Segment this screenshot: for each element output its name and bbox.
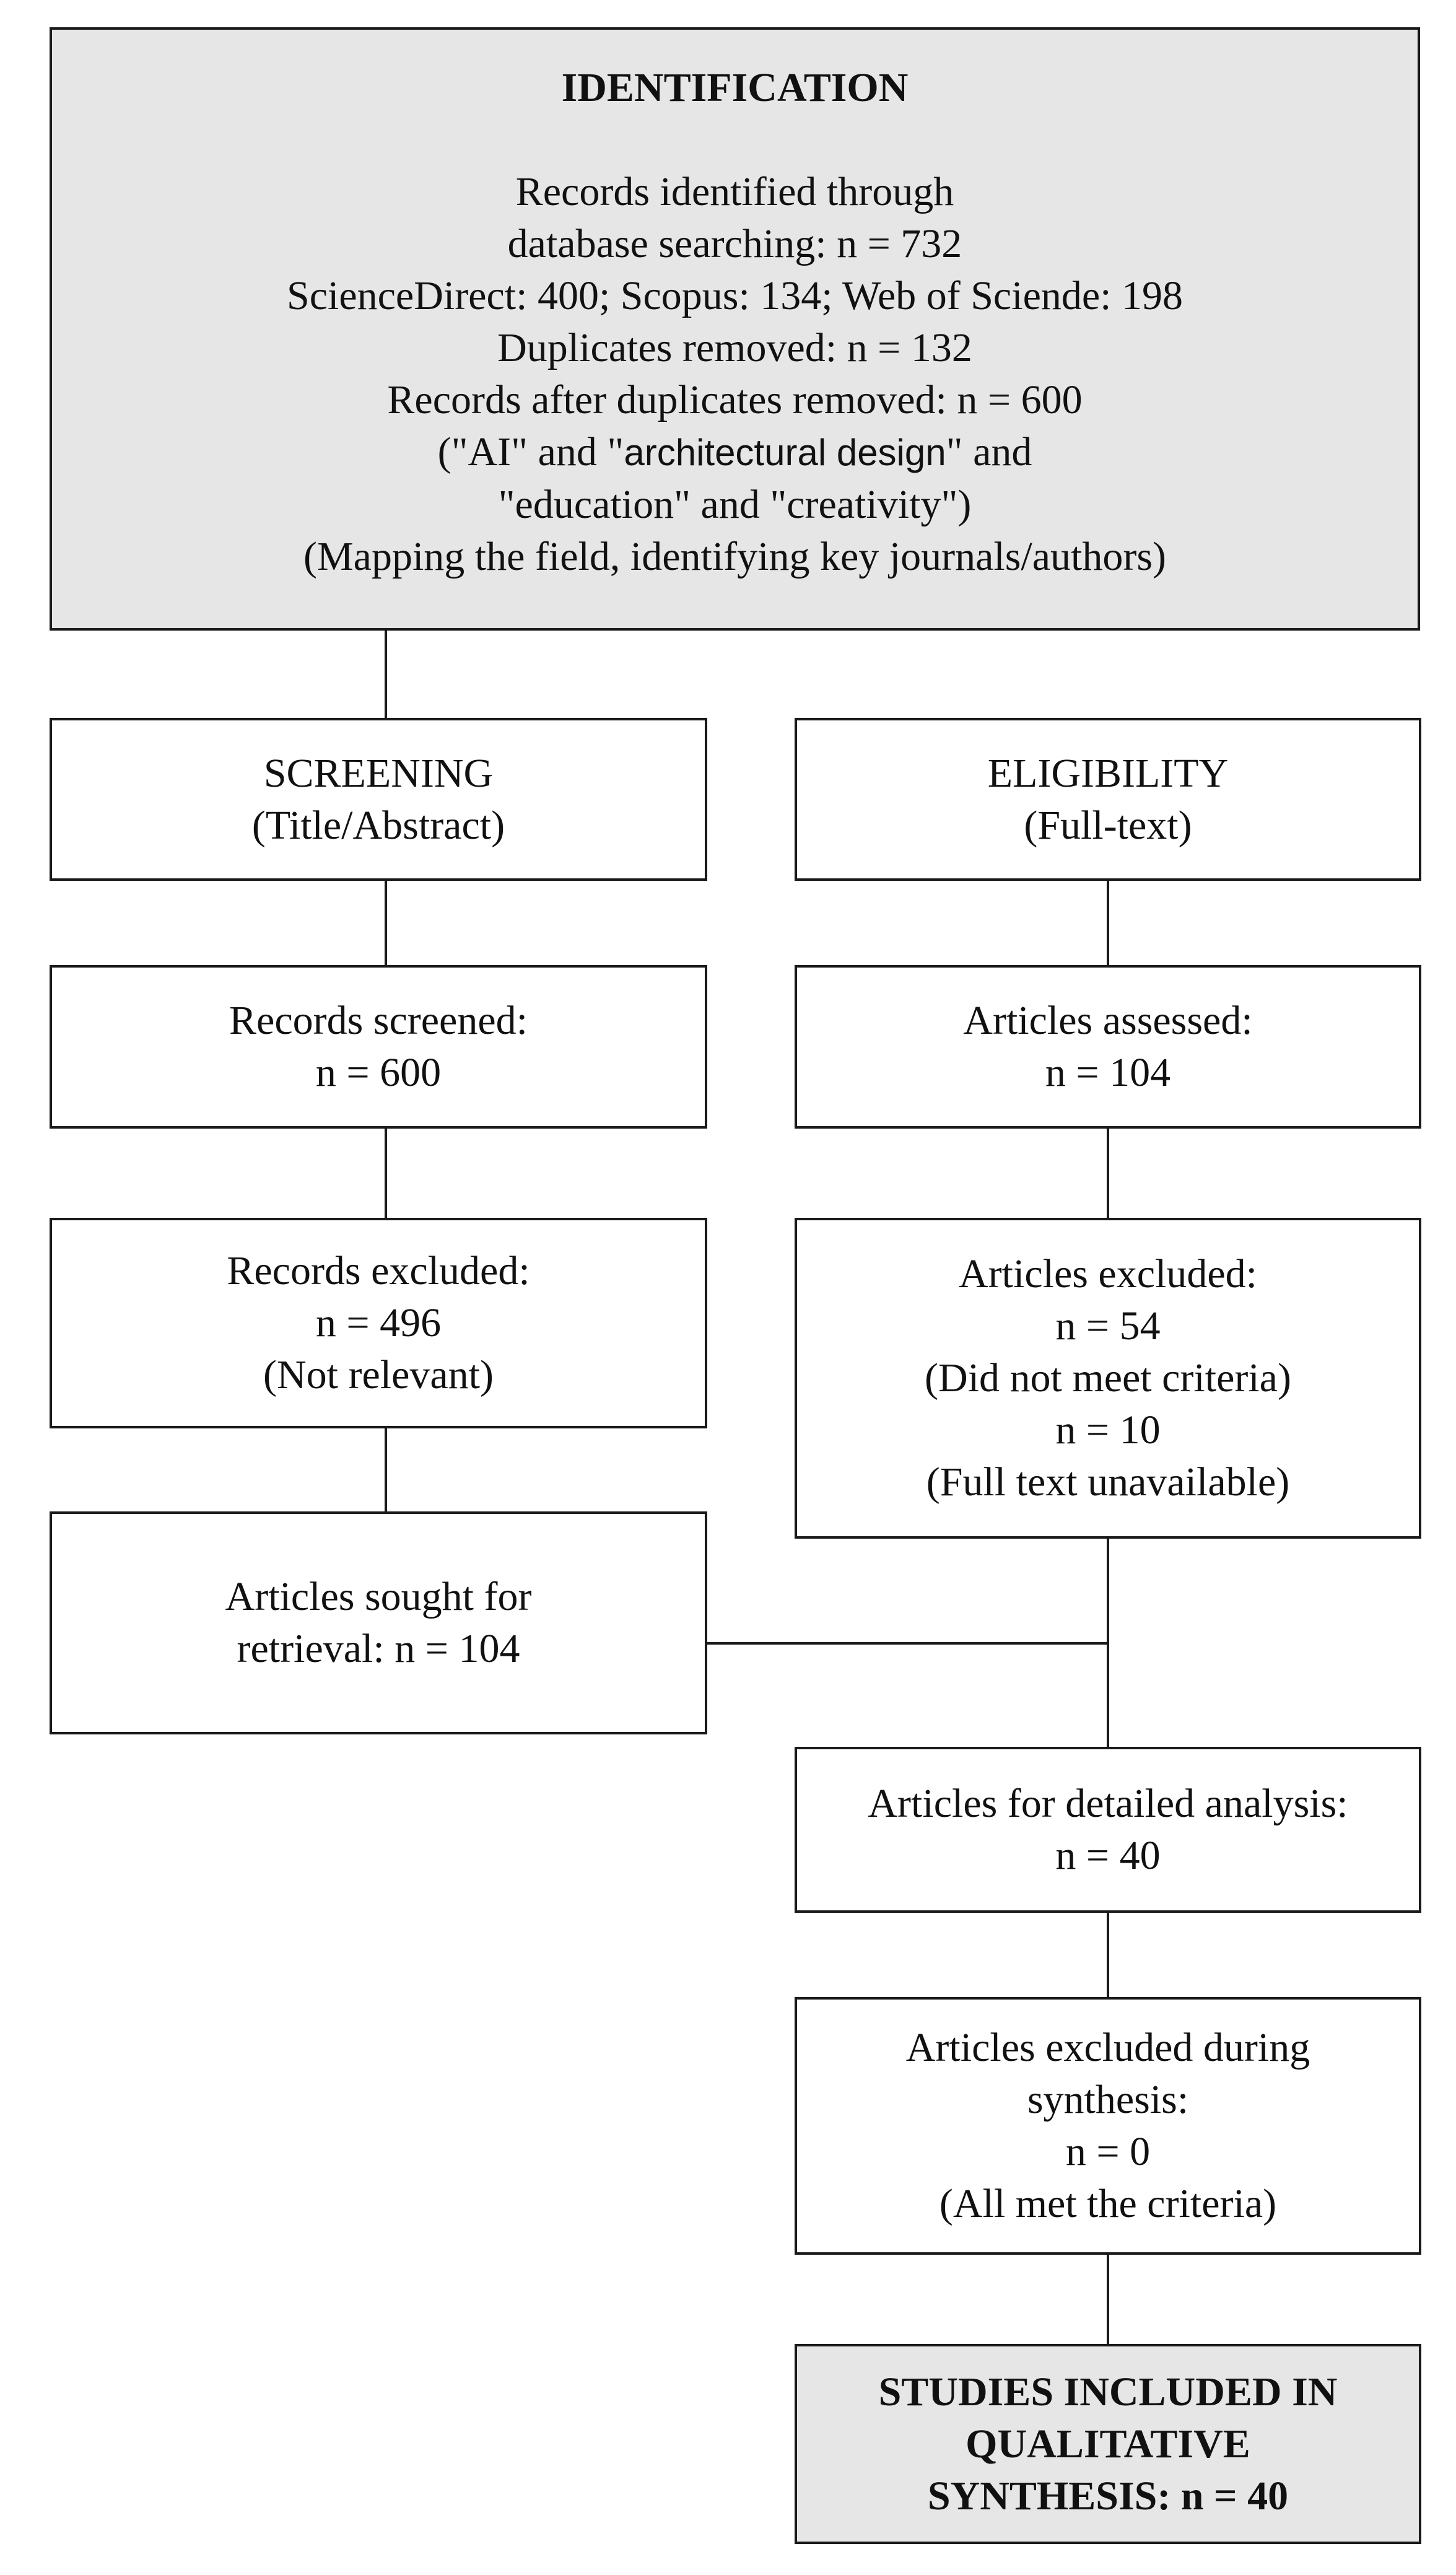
- identification-line: ScienceDirect: 400; Scopus: 134; Web of …: [286, 273, 1183, 318]
- articles-excluded-reason: (Did not meet criteria): [925, 1355, 1291, 1401]
- articles-assessed-count: n = 104: [1045, 1050, 1171, 1095]
- articles-excluded-reason: (Full text unavailable): [926, 1459, 1290, 1505]
- screening-box: SCREENING (Title/Abstract): [50, 718, 707, 881]
- articles-excluded-label: Articles excluded:: [959, 1251, 1257, 1296]
- connector-screened-excluded: [385, 1126, 387, 1218]
- articles-assessed-label: Articles assessed:: [963, 998, 1253, 1043]
- identification-box: IDENTIFICATION Records identified throug…: [50, 27, 1420, 631]
- identification-search-terms: ("AI" and "architectural design" and: [438, 426, 1032, 479]
- connector-excluded-sought: [385, 1427, 387, 1511]
- articles-excluded-count: n = 10: [1055, 1407, 1161, 1453]
- records-excluded-reason: (Not relevant): [263, 1352, 494, 1397]
- articles-sought-line: retrieval: n = 104: [237, 1626, 520, 1671]
- excluded-synthesis-line: synthesis:: [1027, 2077, 1189, 2122]
- search-term-suffix: " and: [946, 429, 1032, 474]
- screening-title: SCREENING: [263, 750, 494, 796]
- search-term-architectural-design: architectural design: [624, 432, 946, 473]
- connector-identification-screening: [385, 629, 387, 718]
- connector-eligibility-assessed: [1107, 878, 1109, 965]
- identification-line: (Mapping the field, identifying key jour…: [303, 534, 1167, 579]
- screening-subtitle: (Title/Abstract): [251, 802, 505, 848]
- articles-excluded-box: Articles excluded: n = 54 (Did not meet …: [795, 1218, 1421, 1539]
- identification-line: database searching: n = 732: [507, 221, 962, 266]
- articles-sought-box: Articles sought for retrieval: n = 104: [50, 1511, 707, 1734]
- articles-sought-line: Articles sought for: [225, 1574, 532, 1619]
- eligibility-box: ELIGIBILITY (Full-text): [795, 718, 1421, 881]
- connector-synthesis-included: [1107, 2252, 1109, 2344]
- records-screened-count: n = 600: [315, 1050, 442, 1095]
- eligibility-subtitle: (Full-text): [1024, 802, 1192, 848]
- records-excluded-box: Records excluded: n = 496 (Not relevant): [50, 1218, 707, 1428]
- excluded-synthesis-line: Articles excluded during: [905, 2025, 1310, 2070]
- studies-included-line: SYNTHESIS: n = 40: [927, 2473, 1289, 2519]
- studies-included-line: STUDIES INCLUDED IN: [878, 2369, 1338, 2415]
- studies-included-box: STUDIES INCLUDED IN QUALITATIVE SYNTHESI…: [795, 2344, 1421, 2544]
- identification-heading: IDENTIFICATION: [561, 65, 909, 110]
- identification-line: Records identified through: [515, 169, 954, 214]
- articles-excluded-count: n = 54: [1055, 1303, 1161, 1349]
- detailed-analysis-box: Articles for detailed analysis: n = 40: [795, 1747, 1421, 1913]
- detailed-analysis-count: n = 40: [1055, 1833, 1161, 1878]
- identification-line: Duplicates removed: n = 132: [497, 325, 972, 370]
- connector-excluded-detailed: [1107, 1536, 1109, 1747]
- eligibility-title: ELIGIBILITY: [987, 750, 1229, 796]
- excluded-synthesis-count: n = 0: [1065, 2129, 1151, 2174]
- identification-line: Records after duplicates removed: n = 60…: [387, 377, 1083, 422]
- records-excluded-count: n = 496: [315, 1300, 442, 1345]
- connector-screening-records-screened: [385, 878, 387, 965]
- excluded-synthesis-reason: (All met the criteria): [939, 2181, 1277, 2226]
- connector-assessed-excluded: [1107, 1126, 1109, 1218]
- search-term-prefix: ("AI" and ": [437, 429, 624, 474]
- connector-sought-merge: [705, 1642, 1109, 1645]
- records-screened-box: Records screened: n = 600: [50, 965, 707, 1129]
- articles-assessed-box: Articles assessed: n = 104: [795, 965, 1421, 1129]
- detailed-analysis-label: Articles for detailed analysis:: [868, 1781, 1348, 1826]
- identification-line: "education" and "creativity"): [498, 482, 972, 527]
- records-excluded-label: Records excluded:: [227, 1248, 530, 1293]
- connector-detailed-synthesis: [1107, 1910, 1109, 1997]
- excluded-synthesis-box: Articles excluded during synthesis: n = …: [795, 1997, 1421, 2255]
- records-screened-label: Records screened:: [229, 998, 528, 1043]
- studies-included-line: QUALITATIVE: [966, 2421, 1250, 2467]
